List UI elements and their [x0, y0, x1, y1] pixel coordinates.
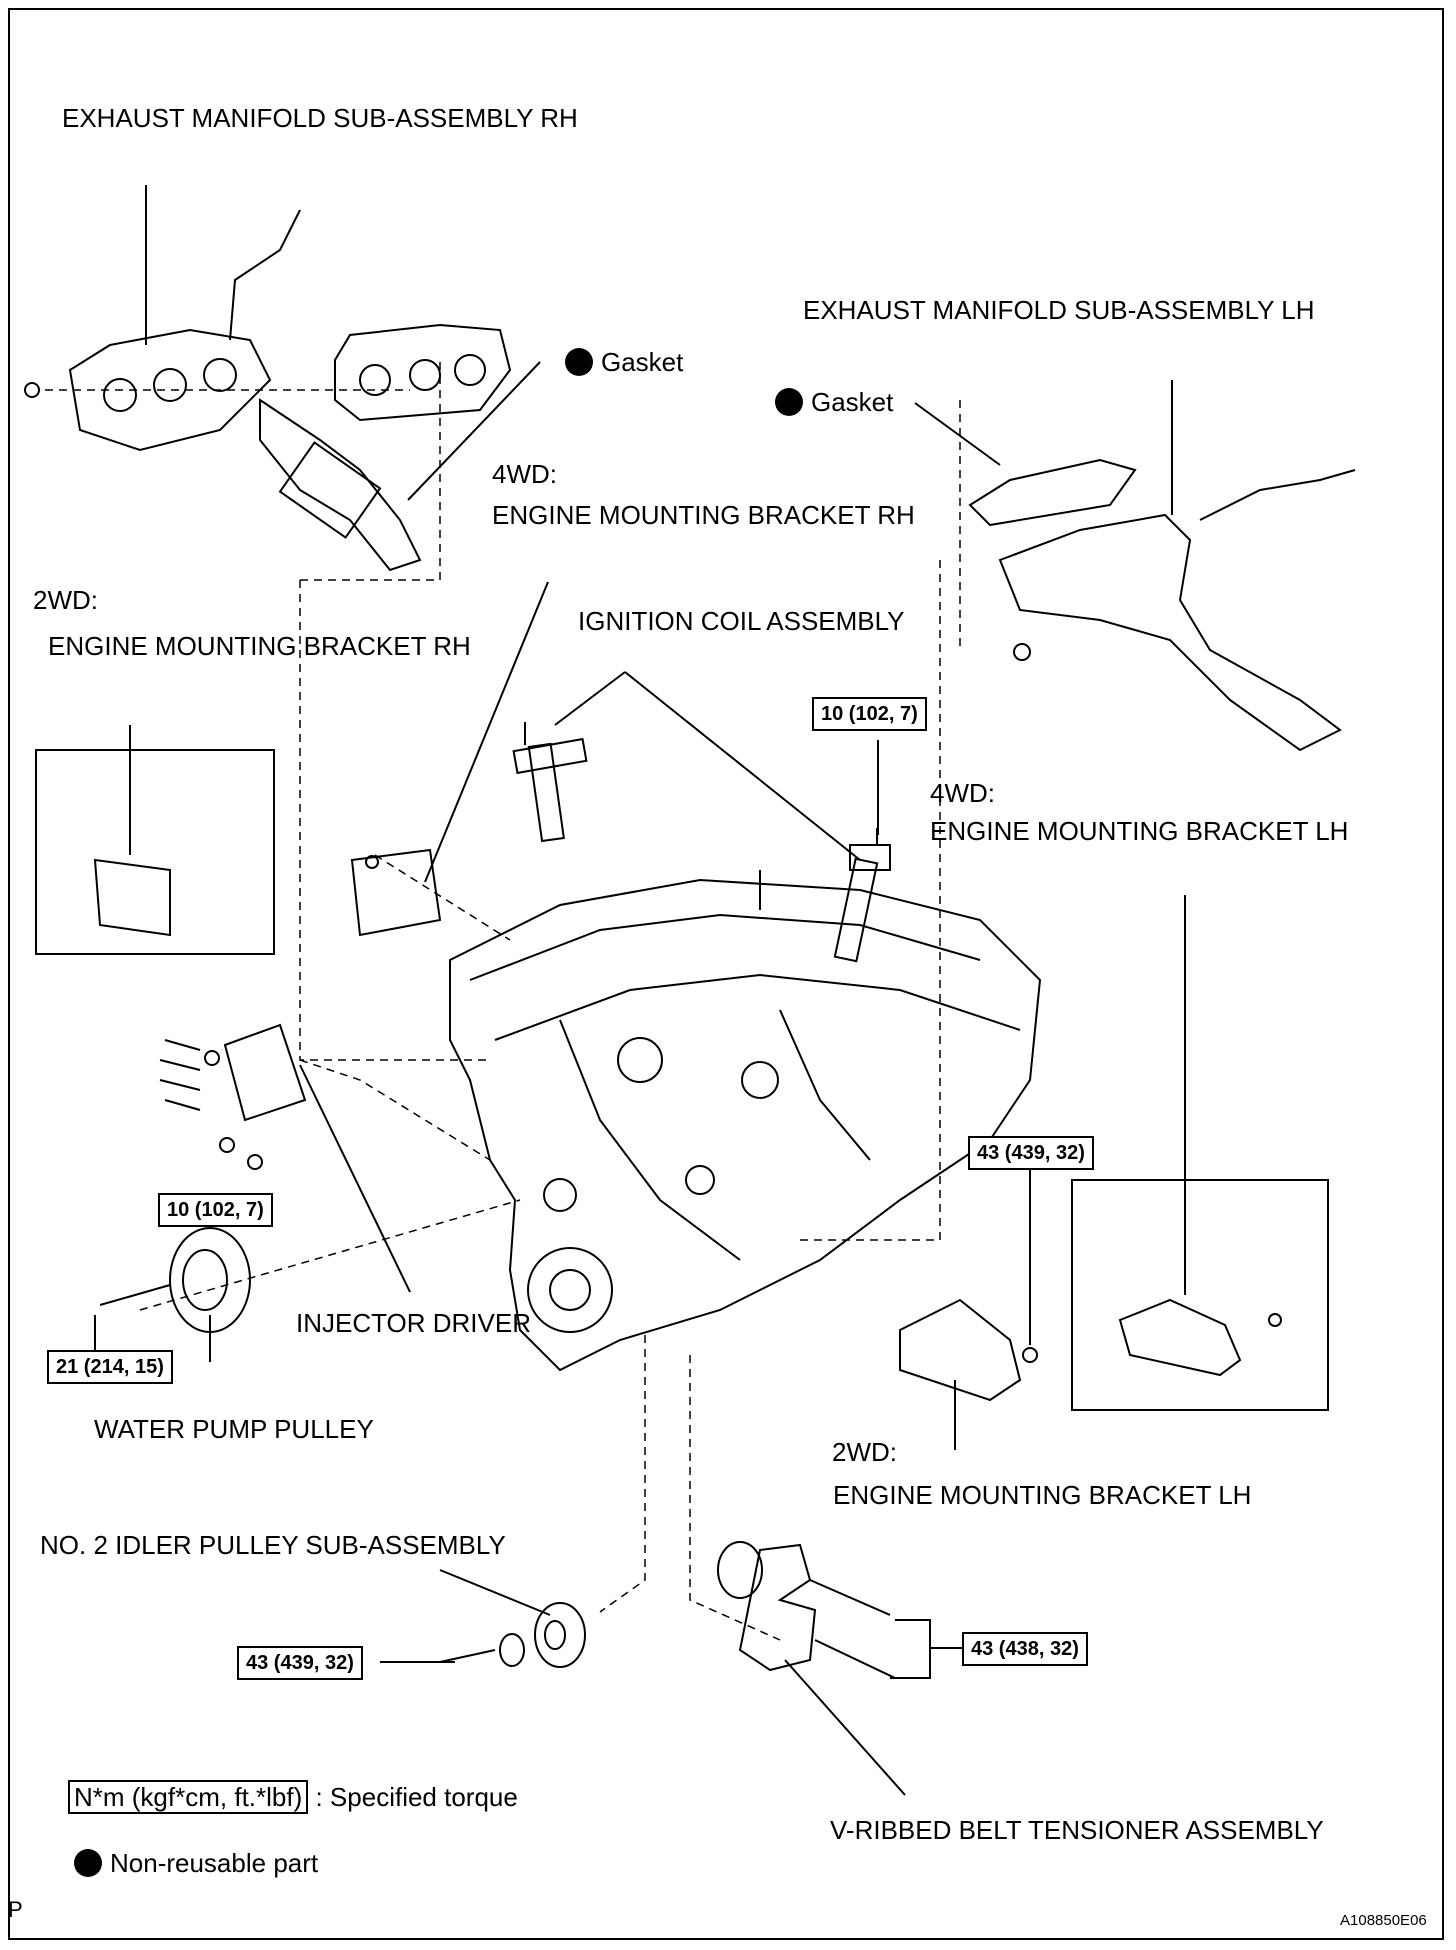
figure-frame: [8, 8, 1444, 1940]
torque-idler: 43 (439, 32): [237, 1646, 363, 1680]
label-exhaust-manifold-rh: EXHAUST MANIFOLD SUB-ASSEMBLY RH: [62, 103, 578, 133]
non-reusable-dot-icon: [775, 388, 803, 416]
non-reusable-dot-icon: [565, 348, 593, 376]
label-tensioner: V-RIBBED BELT TENSIONER ASSEMBLY: [830, 1815, 1324, 1845]
label-ignition-coil: IGNITION COIL ASSEMBLY: [578, 606, 905, 636]
corner-letter: P: [8, 1897, 23, 1922]
bracket-rh-2wd-drawing: [93, 858, 171, 937]
ignition-coil-drawing: [512, 722, 891, 963]
torque-water-pump: 21 (214, 15): [47, 1350, 173, 1384]
dashed-guides: [45, 360, 961, 1641]
label-2wd-lh: 2WD:: [832, 1437, 897, 1467]
torque-bracket-lh: 43 (439, 32): [968, 1136, 1094, 1170]
legend-torque: N*m (kgf*cm, ft.*lbf) : Specified torque: [68, 1780, 518, 1814]
bracket-lh-4wd-drawing: [1118, 1298, 1242, 1377]
label-gasket-rh: Gasket: [565, 347, 683, 377]
figure-code: A108850E06: [1340, 1912, 1427, 1929]
injector-driver-drawing: [159, 1023, 307, 1170]
label-4wd-lh: 4WD:: [930, 778, 995, 808]
water-pump-pulley-drawing: [99, 1227, 251, 1333]
label-2wd-rh: 2WD:: [33, 585, 98, 615]
label-water-pump-pulley: WATER PUMP PULLEY: [94, 1414, 374, 1444]
idler-pulley-drawing: [439, 1602, 586, 1668]
bracket-rh-4wd-drawing: [350, 848, 442, 937]
label-gasket-lh: Gasket: [775, 387, 893, 417]
non-reusable-dot-icon: [74, 1849, 102, 1877]
label-bracket-rh-2wd: ENGINE MOUNTING BRACKET RH: [48, 631, 471, 661]
torque-injector: 10 (102, 7): [158, 1193, 273, 1227]
label-4wd-rh: 4WD:: [492, 459, 557, 489]
label-bracket-lh-2wd: ENGINE MOUNTING BRACKET LH: [833, 1480, 1252, 1510]
label-exhaust-manifold-lh: EXHAUST MANIFOLD SUB-ASSEMBLY LH: [803, 295, 1315, 325]
bracket-rh-2wd-box: [35, 749, 275, 955]
exhaust-manifold-lh-drawing: [968, 458, 1356, 752]
legend-torque-unit: N*m (kgf*cm, ft.*lbf): [68, 1780, 309, 1814]
label-injector-driver: INJECTOR DRIVER: [296, 1308, 531, 1338]
bracket-lh-2wd-drawing: [899, 1298, 1022, 1402]
exhaust-manifold-rh-drawing: [24, 209, 422, 572]
tensioner-drawing: [717, 1541, 896, 1679]
bracket-lh-4wd-box: [1071, 1179, 1329, 1411]
torque-tensioner: 43 (438, 32): [962, 1632, 1088, 1666]
legend-nonreusable: Non-reusable part: [74, 1848, 318, 1878]
leader-lines: [94, 185, 1186, 1796]
torque-ignition: 10 (102, 7): [812, 697, 927, 731]
legend-torque-text: : Specified torque: [315, 1782, 518, 1812]
label-idler-pulley: NO. 2 IDLER PULLEY SUB-ASSEMBLY: [40, 1530, 506, 1560]
engine-block-drawing: [449, 870, 1042, 1372]
label-bracket-rh-4wd: ENGINE MOUNTING BRACKET RH: [492, 500, 915, 530]
gasket-rh-drawing: [334, 323, 512, 422]
label-bracket-lh-4wd: ENGINE MOUNTING BRACKET LH: [930, 816, 1349, 846]
